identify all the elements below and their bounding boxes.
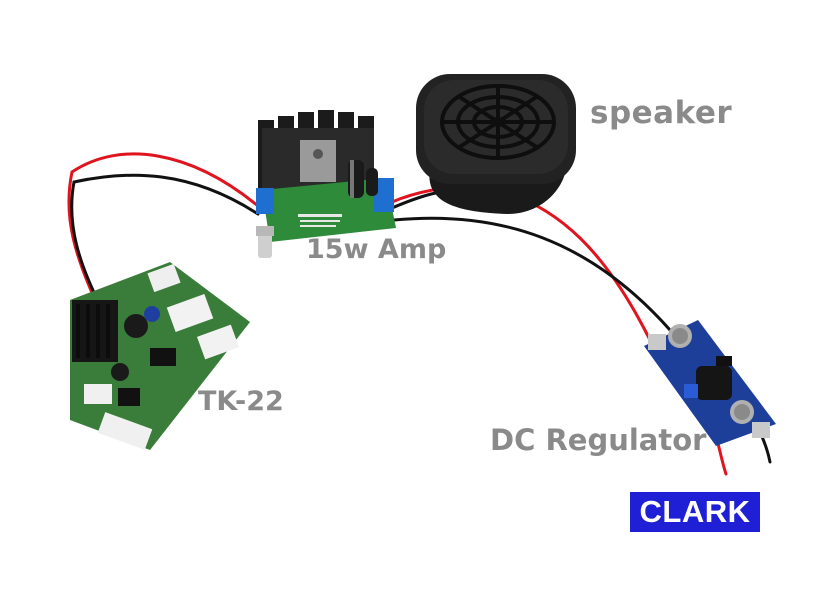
- tk22-label: TK-22: [198, 386, 284, 417]
- tk22-board: [70, 262, 250, 450]
- black-wire-regulator: [392, 216, 672, 332]
- amp-label: 15w Amp: [306, 234, 447, 265]
- brand-logo: CLARK: [630, 492, 760, 532]
- dc-regulator-label: DC Regulator: [490, 423, 707, 457]
- amplifier-board: [256, 110, 396, 258]
- red-wire-left: [70, 152, 260, 208]
- speaker-label: speaker: [590, 95, 733, 131]
- black-wire-down: [70, 180, 102, 307]
- black-wire-left: [72, 173, 260, 216]
- speaker-unit: [416, 74, 576, 214]
- dc-regulator-board: [644, 320, 776, 446]
